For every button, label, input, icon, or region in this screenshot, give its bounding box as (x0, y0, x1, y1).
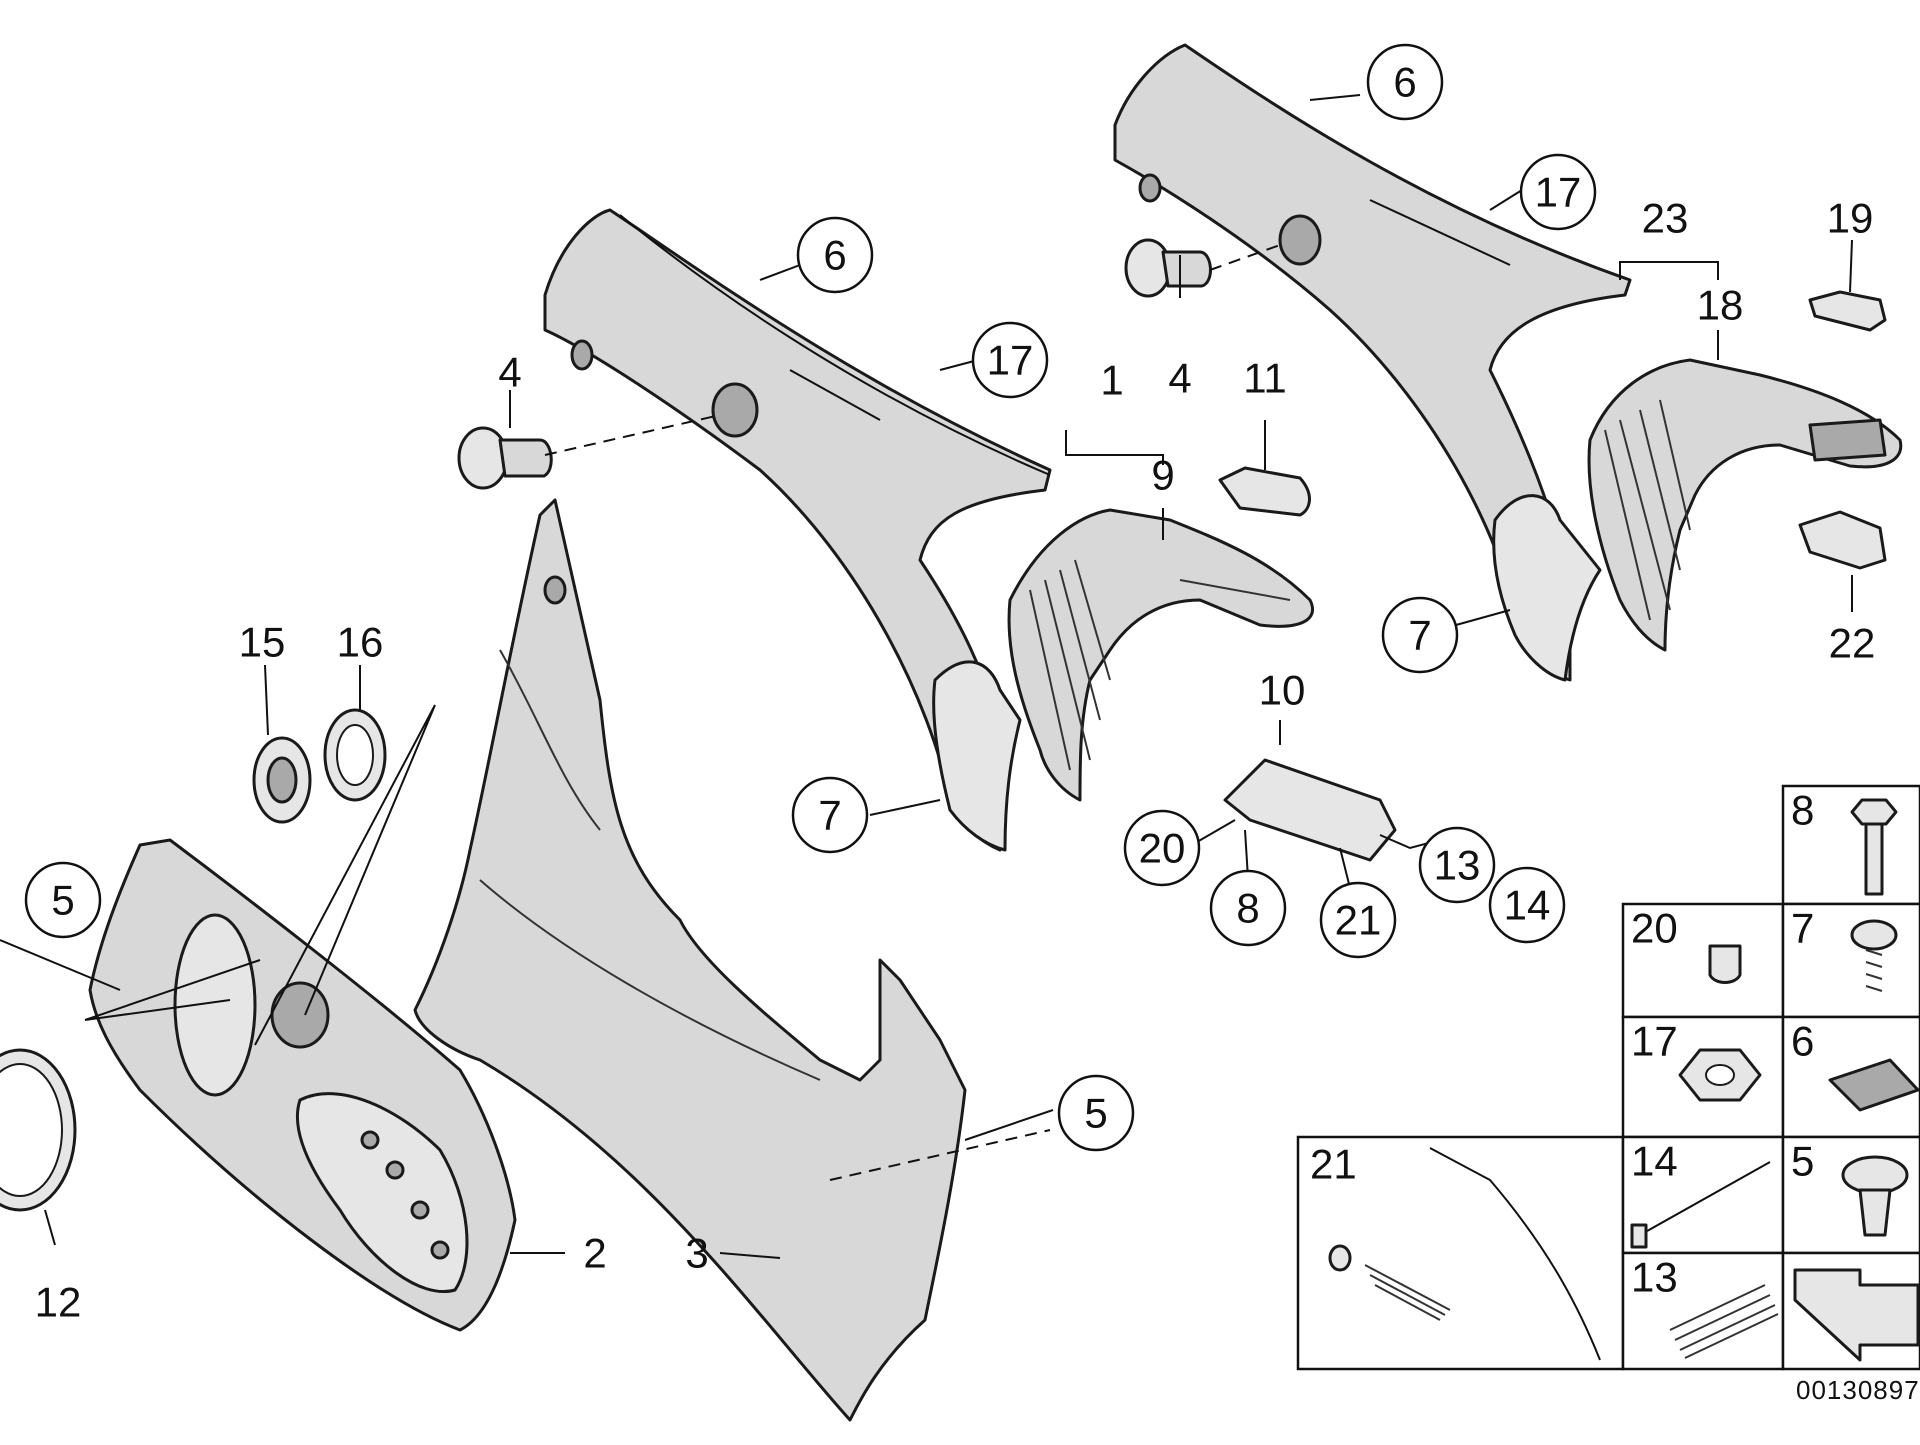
fender-liner-right (1587, 358, 1903, 652)
callout-5-left: 5 (24, 861, 102, 939)
label-1: 1 (1100, 357, 1123, 404)
svg-text:7: 7 (1791, 904, 1814, 951)
legend-cell-20: 20 (1621, 902, 1785, 1019)
svg-text:14: 14 (1504, 882, 1551, 929)
legend-cell-arrow (1781, 1251, 1920, 1371)
svg-text:8: 8 (1791, 786, 1814, 833)
label-3: 3 (685, 1230, 708, 1277)
legend-cell-6: 6 (1781, 1015, 1920, 1139)
label-22: 22 (1829, 620, 1876, 667)
legend-cell-7: 7 (1781, 902, 1920, 1019)
label-4-left: 4 (498, 349, 521, 396)
callout-8: 8 (1209, 869, 1287, 947)
svg-text:17: 17 (987, 337, 1034, 384)
label-4-right: 4 (1168, 355, 1191, 402)
grommet-16 (323, 708, 387, 802)
legend-cell-5: 5 (1781, 1135, 1920, 1255)
spring-icon (1364, 1264, 1451, 1321)
pin-icon (1639, 1161, 1771, 1236)
svg-text:7: 7 (818, 792, 841, 839)
cover-22 (1798, 510, 1887, 570)
svg-text:17: 17 (1631, 1017, 1678, 1064)
svg-text:6: 6 (1393, 59, 1416, 106)
direction-arrow-icon (1793, 1268, 1920, 1362)
document-number: 00130897 (1796, 1375, 1920, 1405)
label-9: 9 (1151, 452, 1174, 499)
callout-7-right: 7 (1381, 596, 1459, 674)
side-panel (413, 498, 967, 1422)
label-12: 12 (35, 1279, 82, 1326)
label-16: 16 (337, 619, 384, 666)
callout-13: 13 (1418, 826, 1496, 904)
inner-trim-panel (88, 838, 517, 1332)
clip-4-right (1124, 238, 1212, 298)
push-clip-icon (1841, 1155, 1909, 1195)
legend-cell-13: 13 (1621, 1251, 1785, 1371)
fastener-legend: 8 20 7 17 6 (1296, 784, 1920, 1371)
leader-lines (0, 94, 1853, 1259)
clip-4-left (457, 426, 553, 490)
svg-text:8: 8 (1236, 885, 1259, 932)
legend-cell-21: 21 (1296, 1135, 1625, 1371)
svg-text:5: 5 (1084, 1090, 1107, 1137)
grommet-15 (252, 736, 312, 824)
callout-6-left: 6 (796, 216, 874, 294)
cover-10 (1223, 758, 1397, 862)
label-15: 15 (239, 619, 286, 666)
svg-text:14: 14 (1631, 1137, 1678, 1184)
rod-icon (1429, 1147, 1601, 1361)
svg-text:21: 21 (1335, 897, 1382, 944)
label-18: 18 (1697, 282, 1744, 329)
callout-14: 14 (1488, 866, 1566, 944)
svg-text:6: 6 (823, 232, 846, 279)
screw-icon (1850, 919, 1898, 951)
svg-text:6: 6 (1791, 1017, 1814, 1064)
cap-nut-icon (1708, 944, 1742, 984)
svg-text:13: 13 (1434, 842, 1481, 889)
label-10: 10 (1259, 667, 1306, 714)
clip-nut-icon (1828, 1058, 1920, 1112)
dash-clip-right (1209, 244, 1281, 271)
dash-clip-left (544, 414, 721, 456)
label-19: 19 (1827, 195, 1874, 242)
label-2: 2 (583, 1230, 606, 1277)
svg-text:17: 17 (1535, 169, 1582, 216)
mud-flap-left (932, 660, 1022, 852)
svg-text:20: 20 (1139, 825, 1186, 872)
speaker-ring (0, 1048, 77, 1212)
callout-21: 21 (1319, 881, 1397, 959)
bolt-icon (1850, 798, 1898, 826)
wheel-arch-trim-left (543, 208, 1052, 852)
svg-text:20: 20 (1631, 904, 1678, 951)
label-11: 11 (1243, 355, 1287, 402)
callout-17-left: 17 (971, 321, 1049, 399)
fender-liner-left (1007, 508, 1314, 802)
svg-text:13: 13 (1631, 1253, 1678, 1300)
cover-19 (1808, 290, 1887, 332)
svg-text:5: 5 (51, 877, 74, 924)
legend-cell-14: 14 (1621, 1135, 1785, 1255)
svg-text:21: 21 (1310, 1140, 1357, 1187)
legend-cell-17: 17 (1621, 1015, 1785, 1139)
svg-text:7: 7 (1408, 612, 1431, 659)
callout-6-right: 6 (1366, 43, 1444, 121)
callout-5-right: 5 (1057, 1074, 1135, 1152)
callout-20: 20 (1123, 809, 1201, 887)
svg-text:5: 5 (1791, 1137, 1814, 1184)
coil-spring-icon (1669, 1284, 1779, 1359)
dash-panel-5 (829, 1129, 1051, 1181)
callout-7-left: 7 (791, 776, 869, 854)
callout-17-right: 17 (1519, 153, 1597, 231)
mud-flap-right (1492, 494, 1602, 682)
label-23: 23 (1642, 195, 1689, 242)
cover-11 (1218, 466, 1311, 517)
legend-cell-8: 8 (1781, 784, 1920, 906)
